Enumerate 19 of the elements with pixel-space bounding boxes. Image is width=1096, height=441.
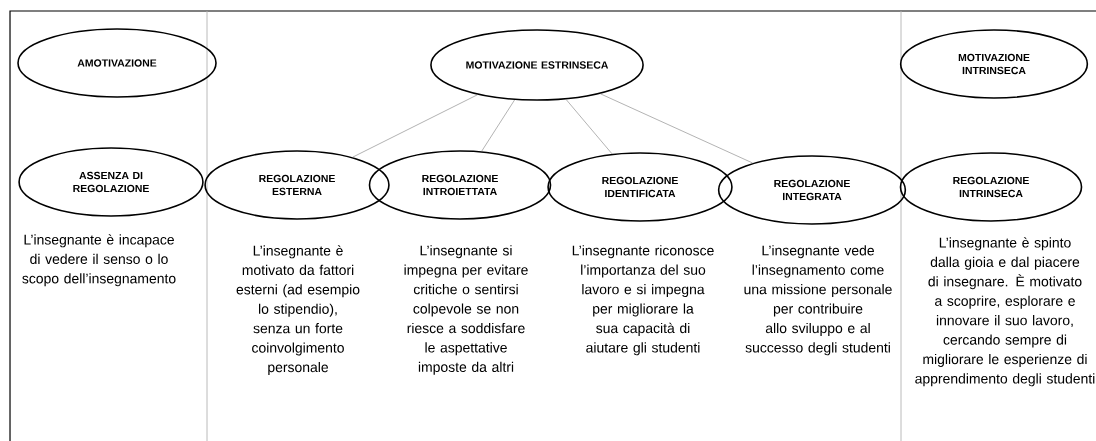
- ellipse-node: AMOTIVAZIONE: [17, 28, 217, 98]
- description-text: L’insegnante è incapace di vedere il senso o lo scopo dell’insegnamento: [22, 234, 176, 287]
- connector-line: [481, 99, 515, 152]
- connector-line: [600, 93, 753, 164]
- description-text: L’insegnante si impegna per evitare critiche o sentirsi colpevole se non riesce a soddisfare le aspettative imposte da altri: [404, 245, 528, 375]
- connector-line: [352, 94, 478, 158]
- description-text: L’insegnante vede l’insegnamento come una missione personale per contribuire allo sviluppo e al successo degli studenti: [744, 245, 892, 356]
- ellipse-node: MOTIVAZIONE ESTRINSECA: [430, 29, 644, 101]
- ellipse-node: REGOLAZIONE IDENTIFICATA: [547, 152, 733, 222]
- description-text: L’insegnante è spinto dalla gioia e dal piacere di insegnare. È motivato a scoprire, esplorare e innovare il suo lavoro, cercando sempre di migliorare le esperienze di apprendimento degli studenti: [915, 237, 1095, 387]
- ellipse-node: REGOLAZIONE ESTERNA: [204, 150, 390, 220]
- ellipse-node: MOTIVAZIONE INTRINSECA: [899, 29, 1089, 99]
- connector-line: [565, 99, 613, 155]
- ellipse-node: REGOLAZIONE INTEGRATA: [717, 155, 907, 225]
- description-text: L’insegnante riconosce l’importanza del suo lavoro e si impegna per migliorare la sua capacità di aiutare gli studenti: [572, 245, 714, 356]
- ellipse-node: ASSENZA DI REGOLAZIONE: [18, 147, 204, 217]
- description-text: L’insegnante è motivato da fattori esterni (ad esempio lo stipendio), senza un forte coinvolgimento personale: [236, 245, 360, 375]
- ellipse-node: REGOLAZIONE INTROIETTATA: [368, 150, 552, 220]
- ellipse-node: REGOLAZIONE INTRINSECA: [899, 152, 1083, 222]
